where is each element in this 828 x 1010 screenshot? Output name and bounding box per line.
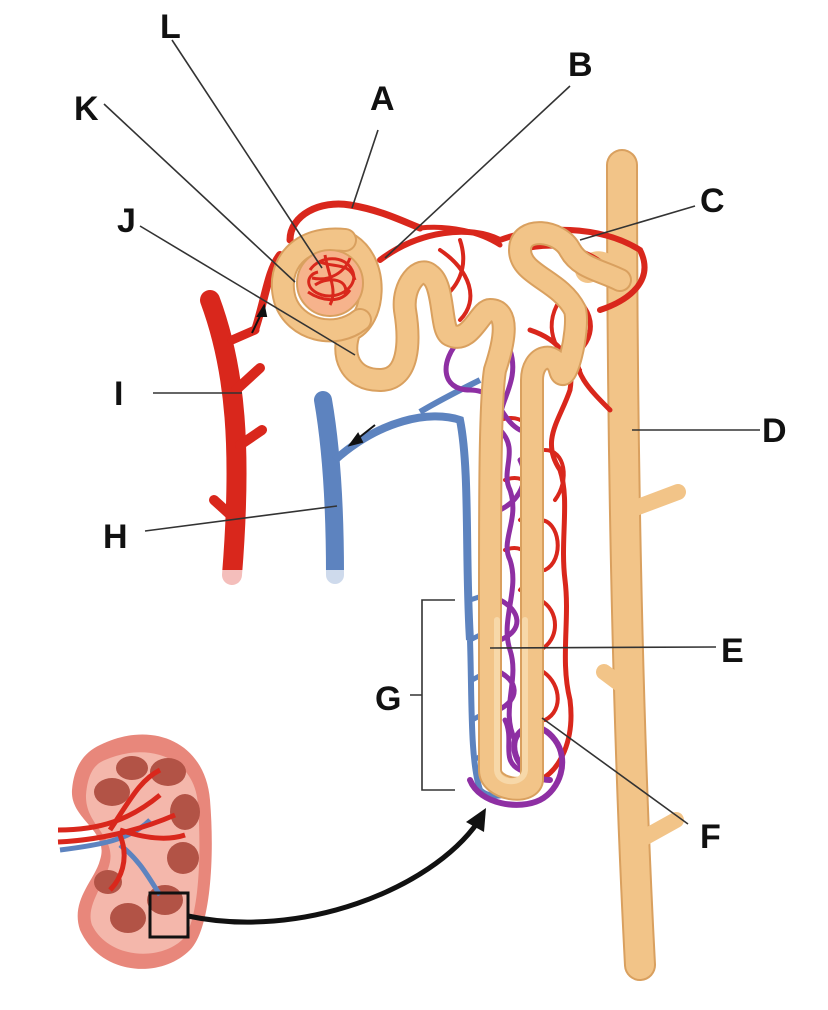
label-J: J	[117, 202, 136, 240]
label-C: C	[700, 182, 725, 220]
glomerulus-capsule	[270, 227, 372, 343]
kidney-inset	[57, 734, 212, 969]
label-L: L	[160, 8, 181, 46]
artery	[200, 290, 267, 610]
inset-arrow	[187, 808, 486, 925]
label-F: F	[700, 818, 721, 856]
label-I: I	[114, 375, 123, 413]
label-H: H	[103, 518, 128, 556]
label-K: K	[74, 90, 99, 128]
label-D: D	[762, 412, 787, 450]
label-B: B	[568, 46, 593, 84]
flow-arrows	[251, 303, 376, 447]
labels: L K A B J C D I H E G F	[74, 8, 787, 856]
glomerulus-capillaries	[307, 254, 357, 306]
label-G: G	[375, 680, 401, 718]
inset-focus-box	[148, 891, 190, 939]
renal-tubule	[334, 221, 632, 801]
label-E: E	[721, 632, 744, 670]
label-A: A	[370, 80, 395, 118]
leader-lines	[103, 39, 760, 825]
